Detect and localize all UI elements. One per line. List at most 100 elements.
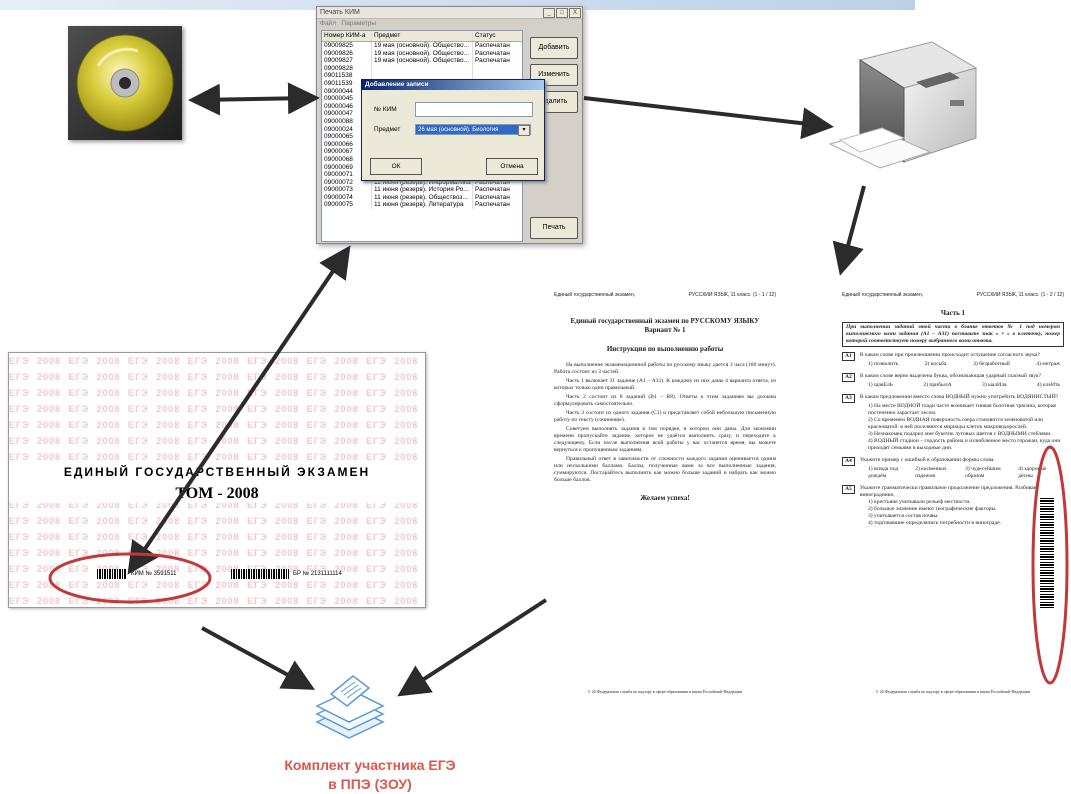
cell-subject: [372, 72, 473, 80]
dialog-title: Добавление записи: [362, 80, 544, 90]
question-number: A4: [842, 457, 855, 466]
doc1-instr-heading: Инструкция по выполнению работы: [606, 345, 724, 353]
question-text: В каком слове верно выделена буква, обоз…: [859, 373, 1042, 379]
doc2-header-left: Единый государственный экзамен,: [842, 292, 924, 298]
window-titlebar: Печать КИМ _ □ X: [317, 7, 582, 19]
caption-line2: в ППЭ (ЗОУ): [328, 776, 412, 792]
doc1-paragraph: Часть 3 состоит из одного задания (С1) и…: [554, 410, 776, 423]
cell-number: 09000074: [322, 193, 373, 202]
add-button[interactable]: Добавить: [530, 37, 578, 59]
close-button[interactable]: X: [569, 7, 581, 18]
subject-select[interactable]: 26 мая (основной). Биология ▾: [415, 124, 531, 136]
cancel-button[interactable]: Отмена: [486, 158, 538, 175]
cell-number: 09000073: [322, 186, 373, 194]
question-number: A5: [842, 485, 855, 494]
col-header-status[interactable]: Статус: [474, 32, 496, 39]
kim-input[interactable]: [415, 102, 533, 117]
cell-subject: 19 мая (основной). Общество...: [372, 57, 473, 65]
doc2-footer: © 20 Федеральная служба по надзору в сфе…: [875, 689, 1031, 694]
cell-subject: 11 июня (резерв). Обществоз...: [372, 193, 473, 202]
cell-status: Распечатан: [474, 49, 510, 57]
question-number: A3: [842, 394, 855, 403]
caption-line1: Комплект участника ЕГЭ: [284, 757, 456, 773]
cd-disc-icon: [68, 26, 182, 140]
doc1-variant: Вариант № 1: [644, 326, 686, 334]
cell-status: Распечатан: [474, 193, 510, 201]
answer-option: 2) большое значение имеют географические…: [868, 506, 997, 512]
answer-option: 4) ВОДНЫЙ стадион – гордость района и из…: [868, 438, 1061, 451]
cell-subject: [372, 64, 473, 73]
chevron-down-icon[interactable]: ▾: [518, 125, 530, 136]
doc2-header-right: РУССКИЙ ЯЗЫК, 11 класс. (1 - 2 / 12): [976, 292, 1064, 298]
kim-number-highlight: [48, 552, 212, 604]
answer-option: 1) На месте ВОДНОЙ глади часто возникает…: [868, 403, 1056, 416]
doc1-paragraph: Часть 1 включает 31 задание (А1 – А31). …: [554, 378, 776, 391]
cell-number: 09009825: [322, 42, 373, 50]
doc1-paragraph: Советуем выполнять задания в том порядке…: [554, 426, 776, 453]
cell-status: Распечатан: [474, 186, 510, 194]
subject-label: Предмет: [374, 126, 401, 133]
cell-number: 09000075: [322, 201, 373, 210]
answer-option: 4) метраж: [1036, 361, 1060, 367]
doc1-header: Единый государственный экзамен, РУССКИЙ …: [554, 292, 776, 299]
cell-number: 09011538: [322, 72, 373, 80]
answer-option: 2) прибылА: [923, 382, 952, 388]
print-button[interactable]: Печать: [530, 217, 578, 239]
table-header: Номер КИМ-а Предмет Статус: [322, 31, 522, 42]
doc2-header: Единый государственный экзамен, РУССКИЙ …: [842, 292, 1064, 299]
doc1-wish: Желаем успеха!: [640, 494, 690, 502]
maximize-button[interactable]: □: [556, 7, 568, 18]
table-row[interactable]: 09011538: [322, 72, 522, 80]
arrow-docs-stack: [397, 598, 548, 697]
cell-status: Распечатан: [474, 57, 510, 65]
question-text: В каком слове при произношении происходи…: [859, 352, 1040, 358]
cell-subject: 11 июня (резерв). История Ро...: [372, 186, 473, 194]
answer-option: 4) здоровые дёсны: [1018, 466, 1047, 479]
col-header-number[interactable]: Номер КИМ-а: [322, 31, 373, 41]
doc1-footer: © 20 Федеральная служба по надзору в сфе…: [587, 689, 743, 694]
answer-option: 1) позволить: [868, 361, 899, 367]
print-kim-window: Печать КИМ _ □ X Файл Параметры Номер КИ…: [316, 6, 583, 244]
arrow-cover-stack: [201, 626, 316, 690]
question-text: Укажите грамматически правильное продолж…: [859, 485, 1037, 498]
paper-stack-icon: [313, 672, 387, 744]
instruction-page: Единый государственный экзамен, РУССКИЙ …: [554, 292, 776, 712]
menu-params[interactable]: Параметры: [341, 20, 377, 27]
cell-status: Распечатан: [474, 201, 510, 209]
col-header-subject[interactable]: Предмет: [372, 31, 473, 41]
kim-label: № КИМ: [374, 106, 397, 113]
question-block: A5 Укажите грамматически правильное продо…: [842, 485, 1064, 527]
question-text: Укажите пример с ошибкой в образовании ф…: [859, 457, 995, 463]
barcode-highlight: [1031, 445, 1069, 685]
cell-subject: 11 июня (резерв). Литература: [372, 201, 473, 210]
doc1-paragraph: Правильный ответ в зависимости от сложно…: [554, 456, 776, 483]
window-title: Печать КИМ: [320, 9, 360, 16]
questions-page: Единый государственный экзамен, РУССКИЙ …: [842, 292, 1064, 712]
add-record-dialog: Добавление записи № КИМ Предмет 26 мая (…: [361, 79, 545, 181]
table-row[interactable]: 09009828: [322, 64, 522, 73]
vertical-barcode: [1040, 498, 1054, 608]
minimize-button[interactable]: _: [543, 7, 555, 18]
answer-option: 2) косьба: [924, 361, 947, 367]
menu-file[interactable]: Файл: [320, 20, 336, 27]
doc1-paragraph: На выполнение экзаменационной работы по …: [554, 362, 776, 375]
answer-option: 1) крестьяне учитывали рельеф местности.: [868, 499, 971, 505]
question-text: В каком предложении вместо слова ВОДНЫЙ …: [859, 394, 1059, 400]
answer-option: 3) ыалИла: [982, 382, 1007, 388]
top-banner-bar: [0, 0, 915, 10]
doc2-part: Часть 1: [940, 309, 966, 317]
answer-option: 2) косвенных падежов: [915, 466, 947, 479]
question-number: A1: [842, 352, 855, 361]
kim-barcode: [97, 569, 127, 579]
doc1-header-right: РУССКИЙ ЯЗЫК, 11 класс. (1 - 1 / 12): [688, 292, 776, 298]
cell-number: 09009827: [322, 57, 373, 65]
answer-option: 4) клеИть: [1036, 382, 1060, 388]
ok-button[interactable]: ОК: [370, 158, 422, 175]
